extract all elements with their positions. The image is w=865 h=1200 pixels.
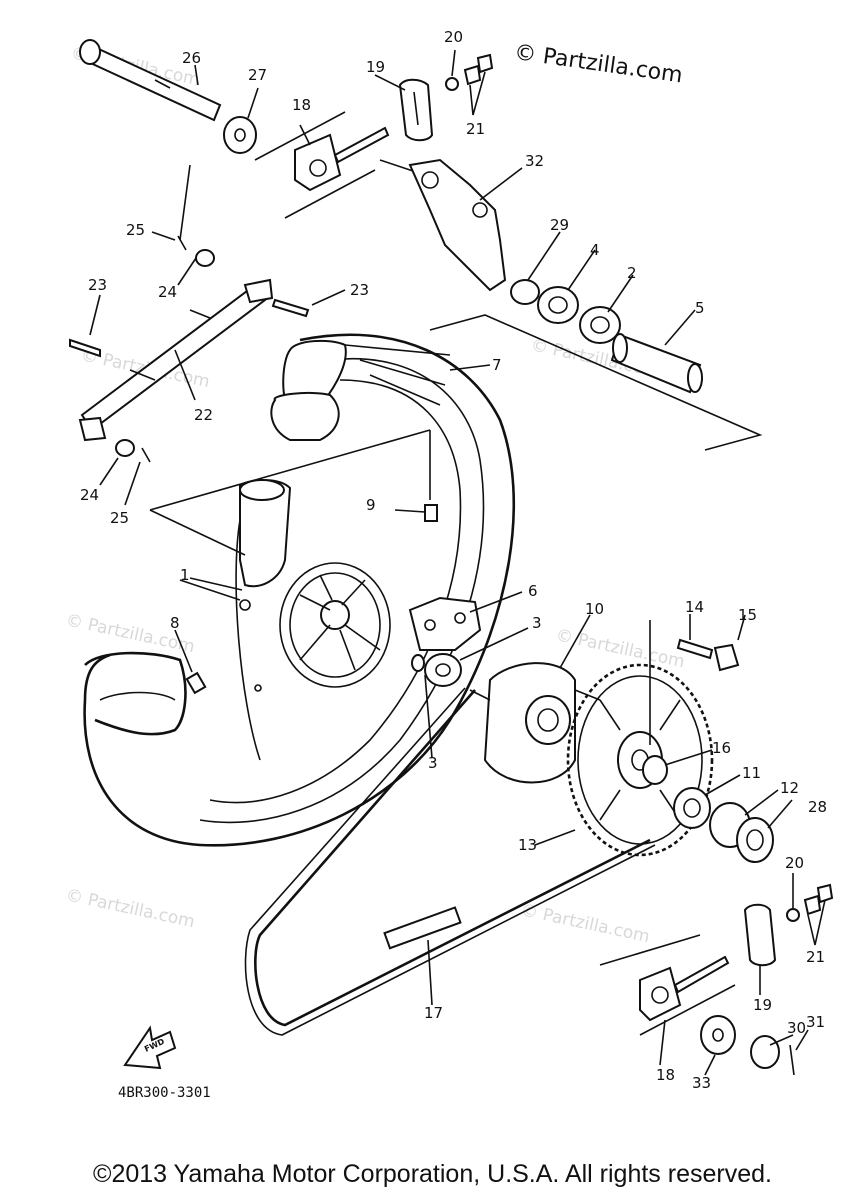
callout-6: 6 xyxy=(528,582,538,600)
callout-11: 11 xyxy=(742,764,761,782)
callout-23-left: 23 xyxy=(88,276,107,294)
callout-2: 2 xyxy=(627,264,637,282)
callout-19-top: 19 xyxy=(366,58,385,76)
callout-21-bottom: 21 xyxy=(806,948,825,966)
callout-4: 4 xyxy=(590,241,600,259)
callout-5: 5 xyxy=(695,299,705,317)
callout-32: 32 xyxy=(525,152,544,170)
diagram-part-code: 4BR300-3301 xyxy=(118,1085,211,1101)
hub-drawing xyxy=(408,596,601,784)
callout-20-bottom: 20 xyxy=(785,854,804,872)
chain-drawing xyxy=(244,687,656,1036)
callout-15: 15 xyxy=(738,606,757,624)
callout-13: 13 xyxy=(518,836,537,854)
callout-16: 16 xyxy=(712,739,731,757)
callout-25-lower: 25 xyxy=(110,509,129,527)
callout-20-top: 20 xyxy=(444,28,463,46)
callout-1: 1 xyxy=(180,566,190,584)
callout-30: 30 xyxy=(787,1019,806,1037)
chain-adjuster-top xyxy=(254,53,494,219)
wheel-assembly-drawing xyxy=(83,333,516,847)
callout-10: 10 xyxy=(585,600,604,618)
callout-18-top: 18 xyxy=(292,96,311,114)
axle-drawing xyxy=(79,39,259,154)
caliper-bracket-drawing xyxy=(408,158,763,451)
callout-21-top: 21 xyxy=(466,120,485,138)
callout-24-upper: 24 xyxy=(158,283,177,301)
callout-labels: 1 2 3 3 4 5 6 7 8 9 10 11 12 13 14 15 16… xyxy=(80,28,827,1092)
callout-14: 14 xyxy=(685,598,704,616)
callout-22: 22 xyxy=(194,406,213,424)
callout-3-lower: 3 xyxy=(428,754,438,772)
faint-watermark-5: © Partzilla.com xyxy=(64,885,196,932)
callout-12: 12 xyxy=(780,779,799,797)
faint-watermark-4: © Partzilla.com xyxy=(554,625,686,672)
copyright-notice: ©2013 Yamaha Motor Corporation, U.S.A. A… xyxy=(93,1160,772,1188)
callout-26: 26 xyxy=(182,49,201,67)
sprocket-drawing xyxy=(566,620,774,863)
callout-31: 31 xyxy=(806,1013,825,1031)
callout-33: 33 xyxy=(692,1074,711,1092)
callout-8: 8 xyxy=(170,614,180,632)
callout-3-upper: 3 xyxy=(532,614,542,632)
callout-18-bottom: 18 xyxy=(656,1066,675,1084)
callout-9: 9 xyxy=(366,496,376,514)
callout-29: 29 xyxy=(550,216,569,234)
leader-lines xyxy=(89,49,826,1076)
chain-adjuster-bottom xyxy=(599,883,834,1076)
callout-23-right: 23 xyxy=(350,281,369,299)
callout-17: 17 xyxy=(424,1004,443,1022)
callout-28: 28 xyxy=(808,798,827,816)
callout-24-lower: 24 xyxy=(80,486,99,504)
callout-27: 27 xyxy=(248,66,267,84)
callout-19-bottom: 19 xyxy=(753,996,772,1014)
faint-watermark-6: © Partzilla.com xyxy=(519,900,651,947)
callout-25-upper: 25 xyxy=(126,221,145,239)
callout-7: 7 xyxy=(492,356,502,374)
torque-rod-drawing xyxy=(69,235,310,463)
fwd-arrow-icon: FWD xyxy=(123,1025,177,1070)
